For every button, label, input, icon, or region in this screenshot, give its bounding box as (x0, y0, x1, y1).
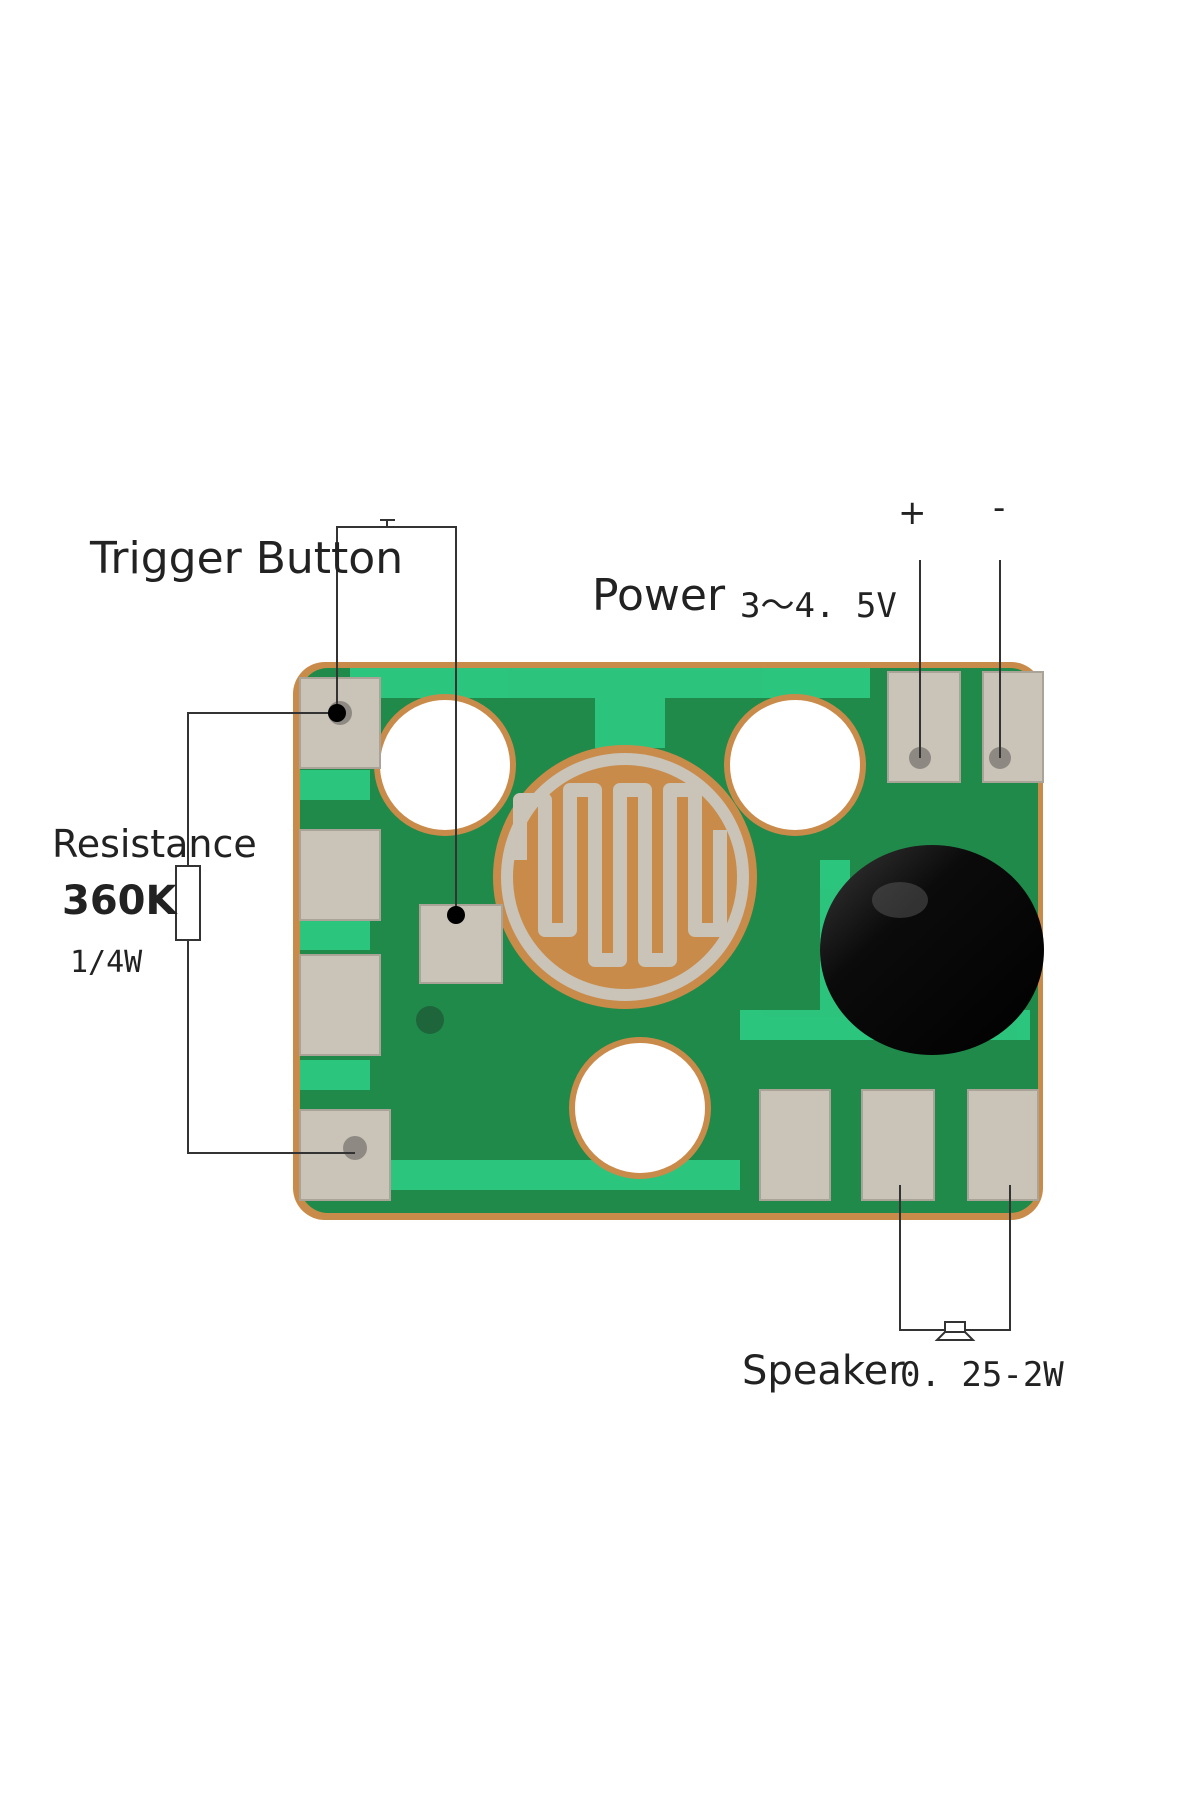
wiring (187, 519, 1011, 1331)
ic-epoxy-blob (820, 845, 1044, 1055)
serpentine-trace (513, 783, 727, 967)
resistance-label: Resistance (52, 822, 257, 866)
power-voltage-label: 3〜4. 5V (740, 586, 897, 626)
mount-hole-2 (724, 694, 866, 836)
resistance-value-label: 360K (62, 878, 177, 924)
solder-pads (299, 671, 1044, 1201)
power-plus-label: + (898, 493, 927, 533)
speaker-symbol (934, 1321, 976, 1341)
power-minus-label: - (993, 488, 1006, 528)
resistor-symbol (175, 865, 201, 941)
speaker-power-label: 0. 25-2W (900, 1355, 1064, 1395)
trigger-button-label: Trigger Button (90, 533, 404, 584)
junction-dots (328, 704, 465, 924)
mount-hole-3 (569, 1037, 711, 1179)
power-label: Power (592, 570, 726, 621)
mount-hole-1 (374, 694, 516, 836)
resistance-power-label: 1/4W (70, 945, 143, 980)
speaker-label: Speaker (742, 1348, 905, 1394)
